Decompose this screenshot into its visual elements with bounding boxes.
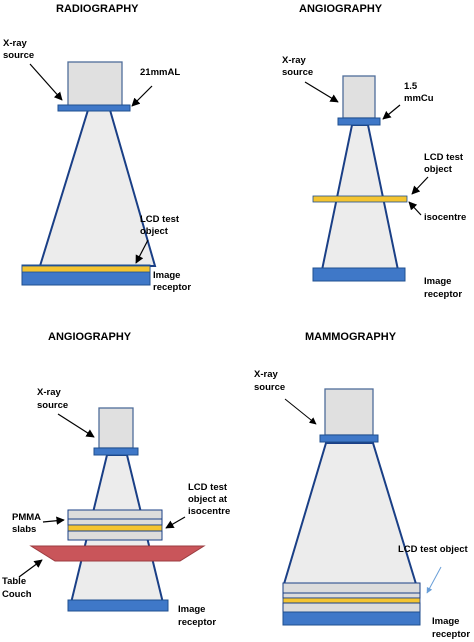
lcd-test-object <box>282 597 421 604</box>
receptor-label: Image receptor <box>178 604 216 628</box>
lcd-test-object <box>312 195 408 203</box>
pmma-slab <box>282 582 421 594</box>
filter-plate <box>57 104 131 112</box>
isocentre-arrow <box>408 201 422 216</box>
receptor-label: Image receptor <box>424 276 462 300</box>
lcd-arrow <box>135 239 149 264</box>
xray-beam <box>38 109 157 267</box>
filter-plate <box>319 434 379 443</box>
pmma-slab <box>67 518 163 526</box>
isocentre-label: isocentre <box>424 212 466 223</box>
xray-beam <box>282 442 418 585</box>
panel-title-mammography: MAMMOGRAPHY <box>305 331 397 343</box>
xray-tube <box>98 407 134 449</box>
image-receptor <box>67 599 169 612</box>
filter-plate <box>337 117 381 126</box>
lcd-label: LCD test object <box>398 544 469 555</box>
xray-source-arrow <box>29 63 63 101</box>
xray-source-arrow <box>284 398 317 425</box>
receptor-label: Image receptor <box>432 616 470 640</box>
couch-label: Table Couch <box>2 576 32 600</box>
panel-title-radiography: RADIOGRAPHY <box>56 3 139 15</box>
xray-source-label: X-ray source <box>37 387 68 411</box>
xray-tube <box>67 61 123 107</box>
panel-angiography-bottom: ANGIOGRAPHY X-ray source LCD test object… <box>2 331 230 628</box>
xray-source-label: X-ray source <box>254 369 285 393</box>
xray-source-label: X-ray source <box>282 55 313 78</box>
filter-label: 1.5 mmCu <box>404 81 434 104</box>
pmma-slab <box>67 530 163 541</box>
image-receptor <box>282 611 421 626</box>
xray-source-arrow <box>304 81 339 103</box>
filter-label: 21mmAL <box>140 67 180 78</box>
panel-radiography: RADIOGRAPHY X-ray source 21mmAL LCD test… <box>3 3 191 293</box>
lcd-test-object <box>67 524 163 532</box>
xray-tube <box>324 388 374 436</box>
panel-title-angiography-top: ANGIOGRAPHY <box>299 3 383 15</box>
panel-mammography: MAMMOGRAPHY X-ray source LCD test object… <box>254 331 470 640</box>
receptor-label: Image receptor <box>153 270 191 293</box>
pmma-slab <box>282 602 421 613</box>
lcd-label: LCD test object <box>140 214 182 237</box>
xray-source-arrow <box>57 413 95 438</box>
lcd-label: LCD test object at isocentre <box>188 482 230 517</box>
filter-arrow <box>382 104 401 120</box>
xray-source-label: X-ray source <box>3 38 34 61</box>
xray-tube <box>342 75 376 119</box>
pmma-arrow <box>42 516 65 525</box>
panel-title-angiography-bottom: ANGIOGRAPHY <box>48 331 132 343</box>
pmma-label: PMMA slabs <box>12 512 43 535</box>
filter-plate <box>93 447 139 456</box>
panel-angiography-top: ANGIOGRAPHY X-ray source 1.5 mmCu LCD te… <box>282 3 466 300</box>
lcd-arrow <box>411 176 429 195</box>
lcd-arrow <box>426 566 442 594</box>
image-receptor <box>312 267 406 282</box>
couch-arrow <box>18 559 43 578</box>
pmma-slab <box>67 509 163 520</box>
pmma-slab <box>282 592 421 599</box>
filter-arrow <box>131 85 153 107</box>
lcd-arrow <box>165 516 186 529</box>
table-couch <box>29 545 206 562</box>
lcd-label: LCD test object <box>424 152 466 175</box>
lcd-test-object <box>21 265 151 273</box>
